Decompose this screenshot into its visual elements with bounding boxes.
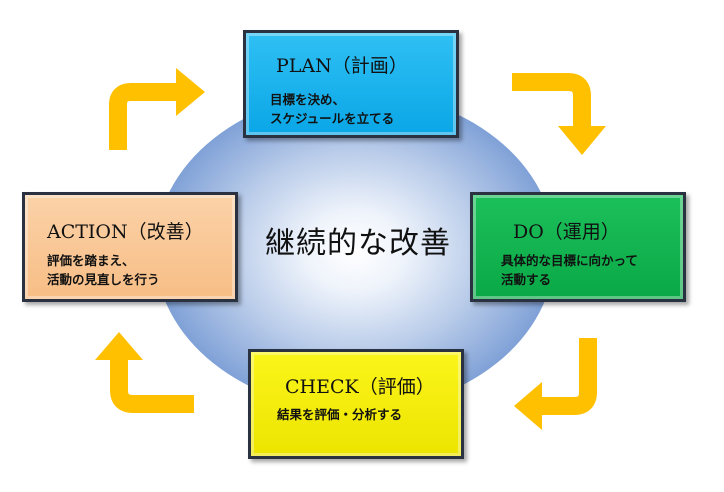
check-box: CHECK（評価） 結果を評価・分析する	[248, 349, 464, 459]
arrow-head	[514, 382, 542, 430]
arrow-head	[176, 68, 205, 116]
plan-desc-line: スケジュールを立てる	[270, 111, 395, 126]
check-description: 結果を評価・分析する	[277, 405, 402, 424]
action-desc-line: 評価を踏まえ、	[47, 253, 135, 268]
check-title: CHECK（評価）	[285, 376, 435, 398]
action-description: 評価を踏まえ、 活動の見直しを行う	[47, 251, 160, 289]
plan-box: PLAN（計画） 目標を決め、 スケジュールを立てる	[243, 30, 459, 138]
arrow-do-to-check	[540, 338, 597, 415]
do-box: DO（運用） 具体的な目標に向かって 活動する	[470, 192, 686, 302]
center-title: 継続的な改善	[265, 226, 451, 261]
plan-title: PLAN（計画）	[276, 55, 408, 77]
arrow-plan-to-do	[512, 73, 591, 128]
arrow-head	[95, 332, 143, 360]
action-box: ACTION（改善） 評価を踏まえ、 活動の見直しを行う	[22, 192, 238, 302]
do-desc-line: 具体的な目標に向かって	[501, 253, 638, 268]
plan-description: 目標を決め、 スケジュールを立てる	[270, 90, 394, 128]
do-desc-line: 活動する	[501, 272, 552, 287]
arrow-head	[558, 126, 606, 155]
do-description: 具体的な目標に向かって 活動する	[501, 251, 638, 289]
arrow-action-to-plan	[109, 83, 178, 150]
do-title: DO（運用）	[513, 221, 620, 243]
action-title: ACTION（改善）	[47, 221, 204, 243]
check-desc-line: 結果を評価・分析する	[277, 407, 403, 422]
arrow-check-to-action	[110, 358, 194, 413]
action-desc-line: 活動の見直しを行う	[47, 272, 160, 287]
plan-desc-line: 目標を決め、	[270, 92, 346, 107]
